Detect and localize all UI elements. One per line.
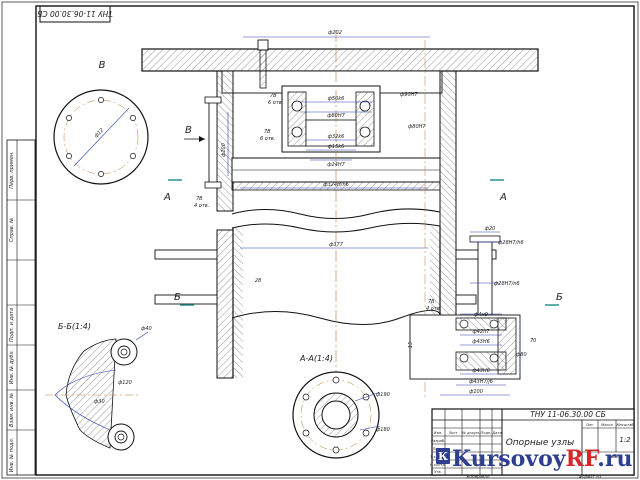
section-mark-b-left: Б (174, 292, 181, 303)
dim-70: 70 (530, 338, 536, 344)
dim-28: 28 (255, 278, 261, 284)
section-mark-a-right: А (499, 192, 507, 203)
dim-bearing-side: ф80H7 (408, 124, 426, 130)
title-scale: 1:2 (619, 436, 631, 444)
dim-bearing-d: ф32k6 (328, 134, 345, 140)
view-b-label: В (99, 60, 106, 71)
section-mark-a-left: А (163, 192, 171, 203)
col-mass: Масса (601, 423, 612, 427)
side-podp-data-1: Подп. и дата (9, 308, 15, 342)
row-date: Дата (491, 431, 501, 435)
section-mark-b-right: Б (556, 292, 563, 303)
title-designation: ТНУ 11-06.30.00 СБ (530, 410, 606, 419)
dim-inner-width: ф377 (329, 242, 344, 248)
section-bb: Б-Б(1:4) ф40 ф120 ф30 (45, 322, 152, 451)
dim-right-a: ф28H7/h6 (498, 240, 524, 246)
dim-shaft-width: ф324H/h6 (323, 182, 349, 188)
watermark-logo: К KursovoyRF.ru (436, 446, 632, 472)
dim-15: 15 (408, 342, 414, 348)
side-perv-prim: Перв. примен. (9, 151, 15, 189)
dim-view-b-circle: ф12 (93, 127, 105, 139)
section-aa-label: А-А(1:4) (299, 354, 333, 363)
col-lit: Лит. (585, 423, 594, 427)
inner-frame (35, 5, 635, 476)
weld-right-a: 7В (428, 299, 435, 305)
dim-right-c: ф4н9 (474, 312, 488, 318)
svg-text:К: К (438, 450, 448, 463)
sheet-label: Лист (586, 455, 597, 459)
format-label: Формат А3 (579, 474, 602, 479)
dim-right-pin: ф20 (485, 226, 496, 232)
dim-aa-a: ф190 (376, 392, 390, 398)
dim-bearing-b: ф80H7 (327, 113, 345, 119)
top-left-stamp: ТНУ 11-06.30.00 СБ (37, 5, 113, 23)
dim-right-h: ф100 (469, 389, 483, 395)
row-sign: Подп. (481, 431, 492, 435)
dim-top-width: ф202 (328, 30, 342, 36)
watermark-main: Kursovoy (452, 446, 567, 472)
weld-c: 7В (264, 129, 271, 135)
top-plate (141, 48, 539, 72)
main-assembly: ф202 ф50k6 ф80H7 ф90H7 ф32k6 ф15k6 ф24H7… (141, 30, 563, 400)
right-detail: ф20 ф28H7/h6 ф28H7/n6 ф4н9 ф42h7 ф43H6 ф… (408, 226, 536, 396)
role-approve: Утв. (434, 470, 442, 474)
dim-bearing-a: ф50k6 (328, 96, 345, 102)
role-dev: Разраб. (431, 439, 445, 443)
dim-flange-side: ф200 (221, 143, 227, 157)
watermark-accent: RF (566, 446, 600, 472)
weld-a: 7В (270, 93, 277, 99)
weld-d: 7В (196, 196, 203, 202)
side-inv-dubl: Инв. № дубл. (9, 350, 15, 384)
weld-right-b: 4 отв. (426, 306, 441, 312)
side-vzam-inv: Взам. инв. № (9, 393, 15, 427)
row-change: Изм. (434, 431, 442, 435)
title-block: ТНУ 11-06.30.00 СБ Опорные узлы 1:2 Лит.… (430, 408, 635, 476)
dim-bearing-e: ф15k6 (328, 144, 345, 150)
view-arrow-b: В (185, 125, 192, 136)
weld-e: 4 отв. (194, 203, 209, 209)
section-aa: А-А(1:4) ф190 ф180 (292, 354, 390, 459)
weld-c2: 6 отв. (260, 136, 275, 142)
copied-label: Копировал (467, 474, 490, 479)
dim-right-e: ф43H6 (472, 339, 490, 345)
side-strip: Перв. примен. Справ. № Подп. и дата Инв.… (6, 139, 36, 476)
dim-bb-a: ф40 (141, 326, 152, 332)
watermark-tail: .ru (597, 446, 632, 472)
dim-right-d: ф42h7 (473, 329, 491, 335)
weld-b: 6 отв. (268, 100, 283, 106)
row-doc: № докум. (461, 431, 480, 435)
side-sprav: Справ. № (9, 218, 15, 242)
role-ncontrol: Н.контр. (430, 463, 446, 467)
dim-right-e2: ф43H6 (472, 368, 490, 374)
side-inv-podl: Инв. № подл. (9, 438, 15, 473)
sheets-label: Листов (608, 455, 622, 459)
dim-right-b: ф28H7/n6 (494, 281, 520, 287)
view-b: В ф12 (53, 60, 149, 185)
section-bb-label: Б-Б(1:4) (58, 322, 91, 331)
row-sheet: Лист (447, 431, 458, 435)
dim-right-g: ф43H7/j6 (469, 379, 493, 385)
col-scale: Масштаб (616, 423, 634, 427)
title-name: Опорные узлы (506, 438, 575, 448)
designation-top: ТНУ 11-06.30.00 СБ (37, 9, 113, 18)
dim-bb-c: ф30 (94, 399, 105, 405)
dim-right-f: ф80 (516, 352, 527, 358)
watermark-text: KursovoyRF.ru (452, 446, 632, 472)
dim-bearing-f: ф24H7 (327, 162, 345, 168)
dim-aa-b: ф180 (376, 427, 390, 433)
dim-bearing-c: ф90H7 (400, 92, 418, 98)
dim-bb-b: ф120 (118, 380, 132, 386)
